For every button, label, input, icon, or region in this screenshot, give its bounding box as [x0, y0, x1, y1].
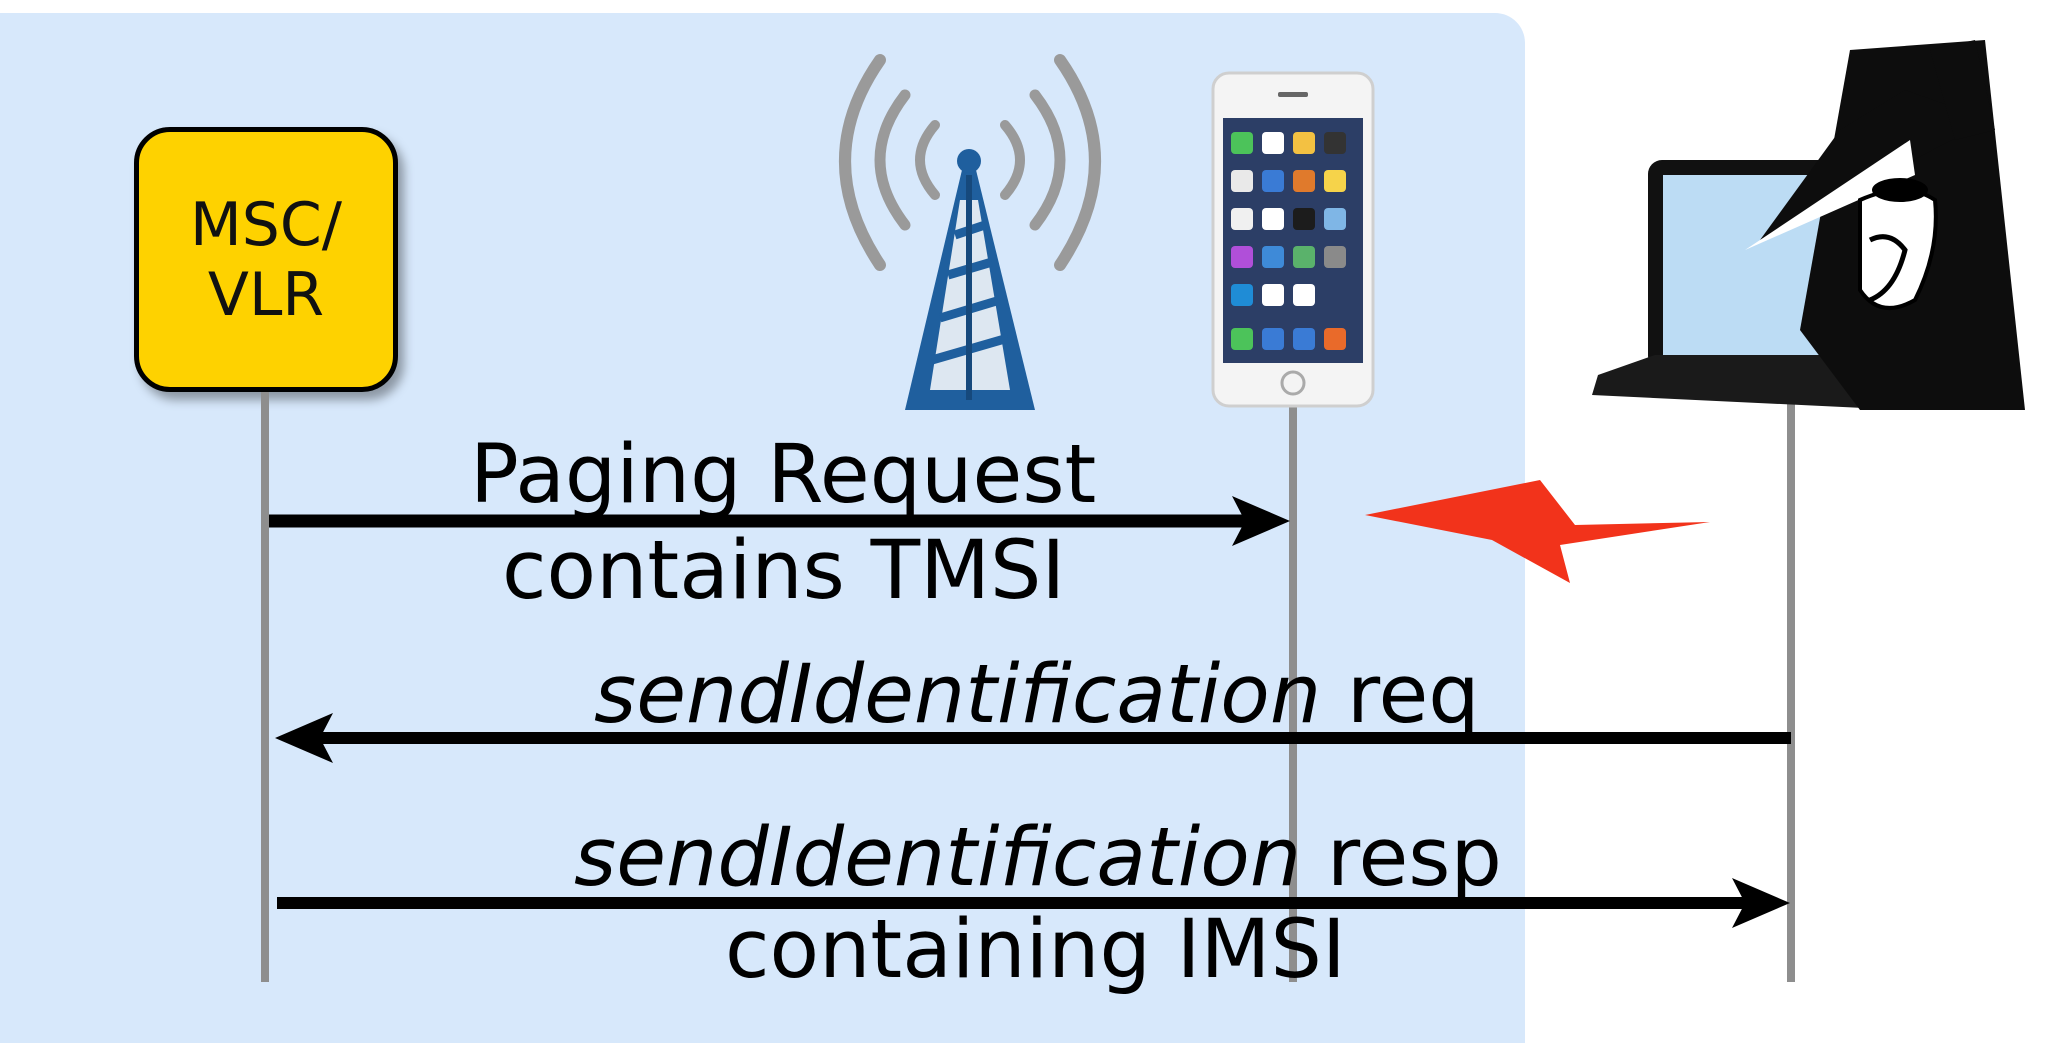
send-identification-resp-label: sendIdentification resp	[574, 813, 1502, 903]
send-identification-resp-arrowhead	[1732, 878, 1790, 928]
send-identification-resp-suffix: resp	[1301, 811, 1502, 905]
send-identification-req-label: sendIdentification req	[594, 650, 1480, 740]
send-identification-req-suffix: req	[1321, 648, 1480, 742]
attacker-lifeline	[1787, 395, 1795, 982]
paging-request-detail: contains TMSI	[502, 524, 1066, 618]
send-identification-resp-detail: containing IMSI	[725, 903, 1346, 997]
paging-request-arrowhead	[1232, 496, 1290, 546]
smartphone-icon	[1211, 71, 1375, 408]
msc-label-line2: VLR	[207, 259, 325, 330]
radio-tower-icon	[839, 54, 1101, 410]
msc-label-line1: MSC/	[190, 189, 342, 260]
phone-lifeline	[1289, 405, 1297, 982]
send-identification-req-italic: sendIdentification	[594, 648, 1322, 742]
send-identification-resp-italic: sendIdentification	[574, 811, 1302, 905]
msc-vlr-box: MSC/ VLR	[134, 127, 398, 392]
arrows	[269, 496, 1791, 928]
send-identification-req-arrowhead	[275, 713, 333, 763]
spy-with-laptop-icon	[1592, 40, 2025, 410]
msc-lifeline	[261, 392, 269, 982]
paging-request-label: Paging Request	[470, 428, 1097, 522]
lightning-bolt-icon	[1365, 480, 1710, 583]
